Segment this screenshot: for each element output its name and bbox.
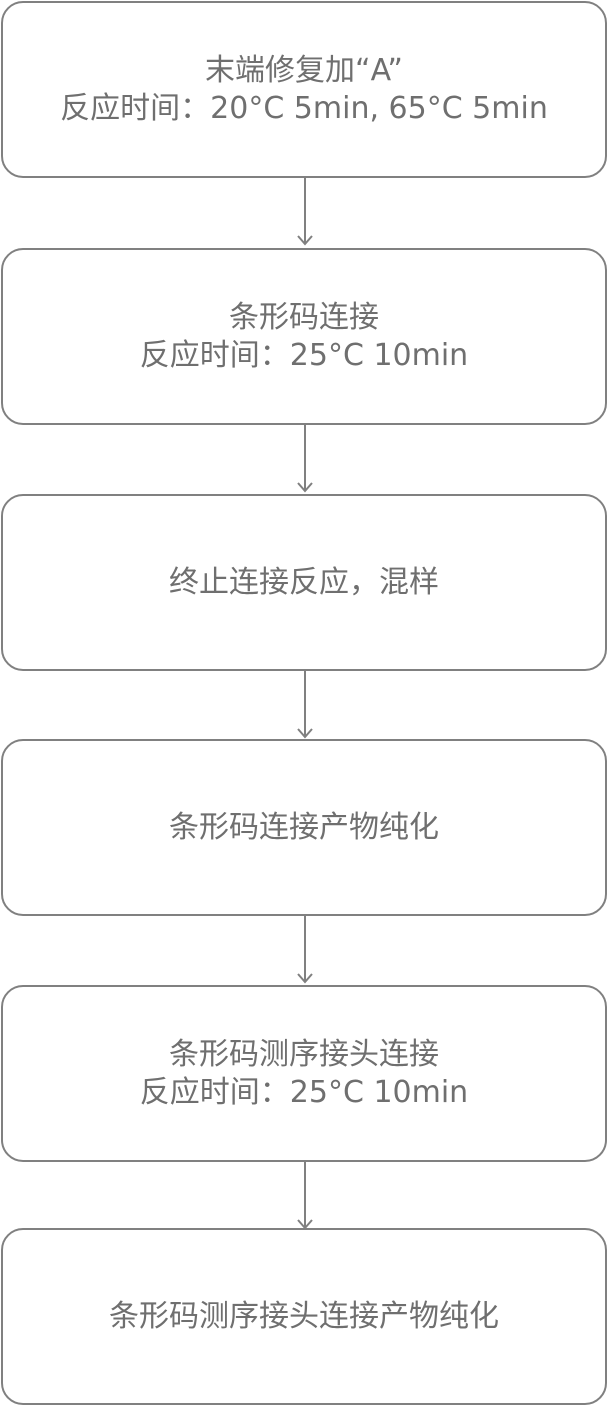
step-barcode-ligation: 条形码连接 反应时间：25°C 10min — [1, 248, 607, 425]
step-title: 终止连接反应，混样 — [169, 564, 439, 600]
step-title: 条形码测序接头连接产物纯化 — [109, 1298, 499, 1334]
step-barcode-product-purification: 条形码连接产物纯化 — [1, 739, 607, 916]
step-title: 条形码测序接头连接 — [169, 1036, 439, 1072]
step-detail: 反应时间：20°C 5min, 65°C 5min — [60, 90, 548, 126]
step-title: 条形码连接产物纯化 — [169, 809, 439, 845]
step-end-repair-a-tailing: 末端修复加“A” 反应时间：20°C 5min, 65°C 5min — [1, 1, 607, 178]
arrow-down-icon — [297, 425, 313, 493]
step-title: 条形码连接 — [229, 299, 379, 335]
step-adapter-product-purification: 条形码测序接头连接产物纯化 — [1, 1228, 607, 1405]
arrow-down-icon — [297, 671, 313, 739]
step-detail: 反应时间：25°C 10min — [139, 337, 469, 373]
step-detail: 反应时间：25°C 10min — [139, 1074, 469, 1110]
step-adapter-ligation: 条形码测序接头连接 反应时间：25°C 10min — [1, 985, 607, 1162]
arrow-down-icon — [297, 1162, 313, 1230]
step-title: 末端修复加“A” — [205, 52, 403, 88]
arrow-down-icon — [297, 916, 313, 984]
arrow-down-icon — [297, 178, 313, 246]
step-stop-ligation-pool: 终止连接反应，混样 — [1, 494, 607, 671]
